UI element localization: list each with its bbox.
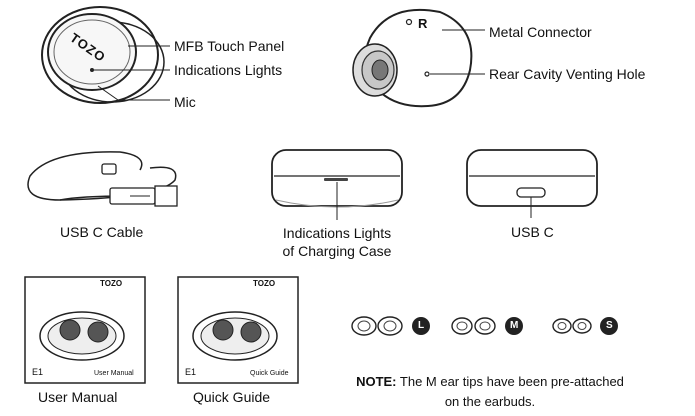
quick-guide-caption: Quick Guide <box>193 389 271 405</box>
quick-doc-label: Quick Guide <box>250 370 289 377</box>
eartips-large <box>351 316 430 336</box>
eartips-small <box>552 317 618 335</box>
manual-brand: TOZO <box>100 279 123 288</box>
earbud-front-illustration <box>41 6 170 104</box>
eartips-medium <box>451 317 523 335</box>
eartip-size-s: S <box>606 320 613 331</box>
manual-model: E1 <box>32 367 44 377</box>
usb-c-cable-caption: USB C Cable <box>60 224 144 240</box>
eartips-note: NOTE: The M ear tips have been pre-attac… <box>330 372 650 412</box>
quick-model: E1 <box>185 367 197 377</box>
eartips-note-line2: on the earbuds. <box>444 394 536 409</box>
eartips-note-line1: NOTE: The M ear tips have been pre-attac… <box>330 372 650 392</box>
indications-lights-label: Indications Lights <box>174 62 283 78</box>
usb-c-port-caption: USB C <box>511 224 554 240</box>
case-lights-caption-line2: of Charging Case <box>282 243 392 259</box>
case-lights-caption: Indications Lights of Charging Case <box>262 224 412 260</box>
note-text-line1: The M ear tips have been pre-attached <box>396 374 624 389</box>
eartip-size-m: M <box>510 320 519 331</box>
manual-doc-label: User Manual <box>94 370 134 377</box>
mfb-touch-panel-label: MFB Touch Panel <box>174 38 285 54</box>
rear-r-mark: R <box>418 16 428 31</box>
metal-connector-label: Metal Connector <box>489 24 592 40</box>
note-prefix: NOTE: <box>356 374 397 389</box>
eartip-size-l: L <box>418 320 425 331</box>
quick-brand: TOZO <box>253 279 276 288</box>
venting-hole-label: Rear Cavity Venting Hole <box>489 66 646 82</box>
user-manual-caption: User Manual <box>38 389 118 405</box>
mic-label: Mic <box>174 94 196 110</box>
case-lights-caption-line1: Indications Lights <box>282 225 392 241</box>
